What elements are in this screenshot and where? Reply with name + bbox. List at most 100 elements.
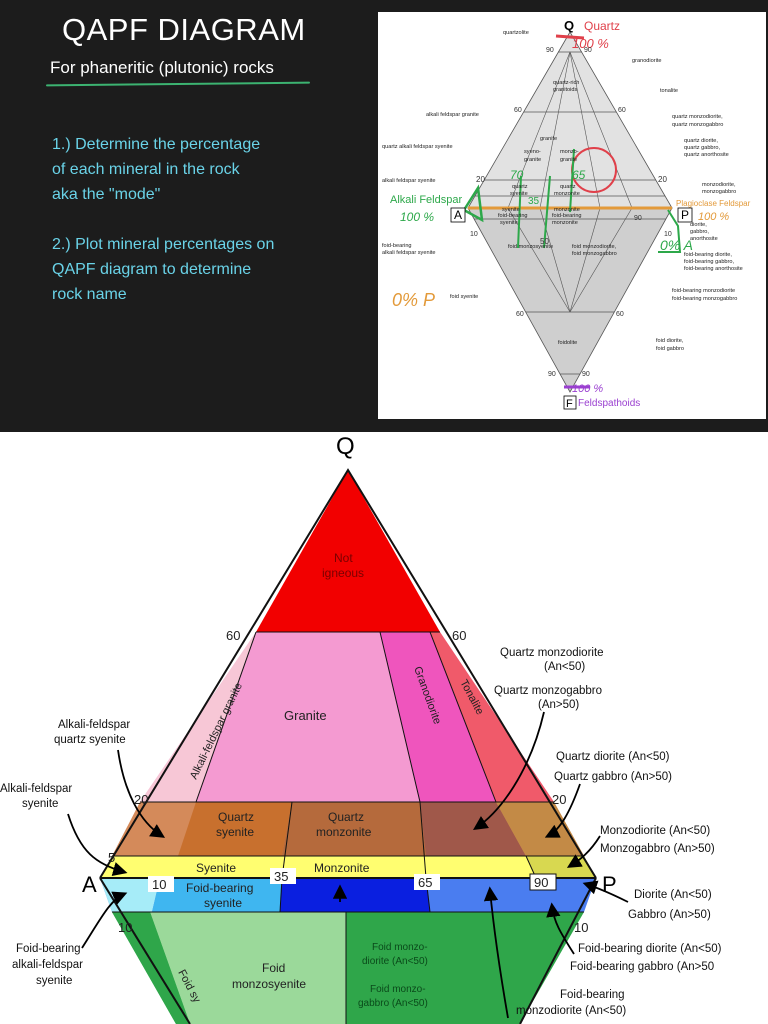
large-qapf-diagram: Q A P Not igneous Granite Alkali-feldspa… <box>0 433 722 1024</box>
label-qrg-2: granitoids <box>553 87 577 93</box>
radial-line-lower-90 <box>569 207 633 313</box>
label-fmzd-1: Foid monzo- <box>372 942 428 953</box>
ann-fbafs-2: alkali-feldspar <box>12 959 83 971</box>
label-fbd-3: foid-bearing anorthosite <box>684 266 743 272</box>
step-1: 1.) Determine the percentage of each min… <box>52 132 342 207</box>
label-fmzs-2: monzosyenite <box>232 977 306 991</box>
small-qapf-diagram: Q Quartz 100 % A Alkali Feldspar 100 % P… <box>382 18 751 410</box>
hand-green-line-1 <box>517 175 522 249</box>
radial-line-35 <box>539 51 571 209</box>
large-qapf-diagram-panel: Q A P Not igneous Granite Alkali-feldspa… <box>0 432 768 1024</box>
label-qd-2: quartz gabbro, <box>684 145 721 151</box>
arrow-afqs <box>117 749 166 838</box>
region-foid-syenite <box>112 912 190 1024</box>
tick-10-left: 10 <box>152 877 166 892</box>
hand-zero-p: 0% P <box>392 290 435 310</box>
label-qmz-2: monzonite <box>554 191 580 197</box>
line-p90 <box>429 631 497 803</box>
apex-q: Q <box>564 18 574 33</box>
ann-qdio: Quartz diorite (An<50) <box>556 751 670 763</box>
step-1-line-2: of each mineral in the rock <box>52 161 240 178</box>
large-apex-q: Q <box>336 433 355 460</box>
hand-a-100: 100 % <box>400 210 434 224</box>
label-fmzg-2: gabbro (An<50) <box>358 998 428 1009</box>
ann-afqs-2: quartz syenite <box>54 734 126 746</box>
label-igneous: igneous <box>322 566 364 580</box>
apex-a: A <box>454 208 462 222</box>
hand-quartz-mark <box>555 34 585 40</box>
fap-triangle <box>467 207 673 393</box>
label-fdg-2: foid gabbro <box>656 346 684 352</box>
tick-5: 5 <box>108 850 115 865</box>
arrow-fbmd <box>483 886 509 1019</box>
ann-qmd-2: (An<50) <box>544 661 585 673</box>
label-fbd-2: foid-bearing gabbro, <box>684 259 735 265</box>
tick-10-left: 10 <box>470 231 478 238</box>
label-qs-2: syenite <box>510 191 528 197</box>
lecture-slide: QAPF DIAGRAM For phaneritic (plutonic) r… <box>0 0 768 432</box>
label-fmzd-2: diorite (An<50) <box>362 956 428 967</box>
label-syeno: syeno- <box>524 149 541 155</box>
tick-60-lower-right: 60 <box>616 311 624 318</box>
tick-10-right: 10 <box>664 231 672 238</box>
arrow-fbafs <box>81 891 128 949</box>
tick-10-lower-left: 10 <box>118 920 132 935</box>
label-ddg-2: gabbro, <box>690 229 709 235</box>
label-syenite: Syenite <box>196 861 236 875</box>
radial-line-10 <box>507 51 571 209</box>
tick-90-left: 90 <box>546 47 554 54</box>
ann-fbmd-1: Foid-bearing <box>560 989 625 1001</box>
ann-afs-2: syenite <box>22 798 58 810</box>
region-not-igneous <box>256 470 440 632</box>
ann-qmg-1: Quartz monzogabbro <box>494 685 602 697</box>
ann-fbdio: Foid-bearing diorite (An<50) <box>578 943 722 955</box>
ann-afs-1: Alkali-feldspar <box>0 783 72 795</box>
hand-a-mark <box>462 184 484 223</box>
label-foidolite: foidolite <box>558 340 577 346</box>
quartz-label: Quartz <box>584 19 620 33</box>
feldspathoids-label: Feldspathoids <box>578 398 640 409</box>
label-fbm-2: monzonite <box>552 220 578 226</box>
tick-90-p: 90 <box>634 215 642 222</box>
hand-zero-a: 0% A <box>660 237 693 253</box>
hand-green-line-3 <box>569 148 575 213</box>
label-fmzd-2: foid monzogabbro <box>572 251 617 257</box>
region-quartz-syenite <box>178 802 292 856</box>
tick-90: 90 <box>534 875 548 890</box>
hand-p-100: 100 % <box>698 211 729 223</box>
label-fbmd-2: foid-bearing monzogabbro <box>672 296 737 302</box>
tick-90-lower-left: 90 <box>548 371 556 378</box>
apex-f-box <box>563 395 577 410</box>
ann-afqs-1: Alkali-feldspar <box>58 719 130 731</box>
label-ddg-3: anorthosite <box>690 236 718 242</box>
radial-line-65 <box>569 51 601 209</box>
region-fb-monzonite <box>280 878 430 912</box>
label-md-2: monzogabbro <box>702 189 736 195</box>
ann-fbmd-2: monzodiorite (An<50) <box>516 1005 626 1017</box>
label-qs-1: Quartz <box>218 810 254 824</box>
label-qs-1: quartz <box>512 184 528 190</box>
label-fbafs-2: alkali feldspar syenite <box>382 250 435 256</box>
label-monzo: monzo- <box>560 149 579 155</box>
label-qd-1: quartz diorite, <box>684 138 718 144</box>
ann-mgab: Monzogabbro (An>50) <box>600 843 715 855</box>
ann-gab: Gabbro (An>50) <box>628 909 711 921</box>
apex-f: F <box>566 398 573 410</box>
label-monzonite: monzonite <box>554 207 580 213</box>
tick-20-right: 20 <box>658 175 667 184</box>
plagioclase-label: Plagioclase Feldspar <box>676 199 751 208</box>
label-fmzs-1: Foid <box>262 961 285 975</box>
ann-qmd-1: Quartz monzodiorite <box>500 647 604 659</box>
label-qd-3: quartz anorthosite <box>684 152 729 158</box>
label-afg: alkali feldspar granite <box>426 112 479 118</box>
tick-90-box <box>529 873 557 891</box>
region-quartz-diorite <box>496 802 584 856</box>
label-fmzs: foid monzosyenite <box>508 244 553 250</box>
pf-edge <box>519 877 597 1024</box>
line-35-a <box>281 801 293 879</box>
ann-qmg-2: (An>50) <box>538 699 579 711</box>
label-qmz-1: quartz <box>560 184 576 190</box>
label-fmzd-1: foid monzodiorite, <box>572 244 617 250</box>
tick-90-lower-right: 90 <box>582 371 590 378</box>
hand-35: 35 <box>528 196 540 207</box>
